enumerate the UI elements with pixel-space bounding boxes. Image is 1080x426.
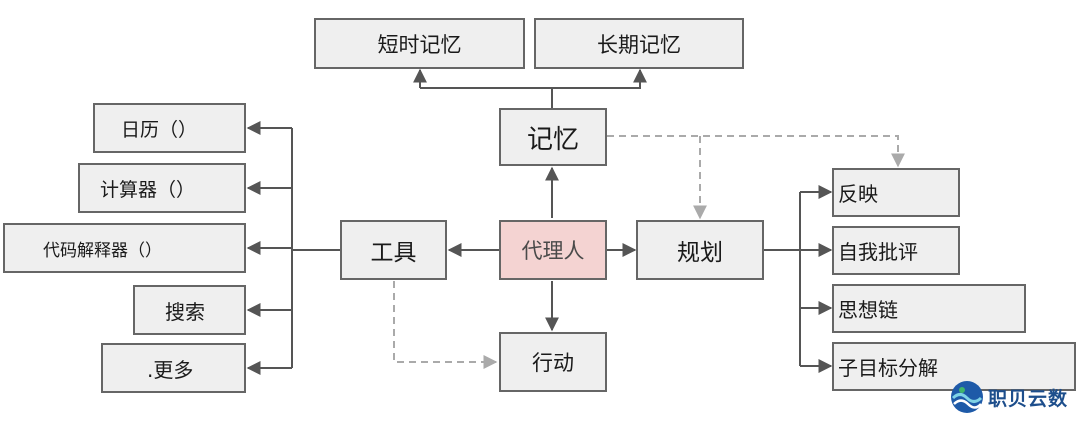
short-term-memory-node: 短时记忆 xyxy=(314,18,525,69)
arrow-to-long-term xyxy=(552,68,647,89)
calendar-node: 日历（） xyxy=(93,103,246,153)
action-node: 行动 xyxy=(499,332,607,392)
calculator-node: 计算器（） xyxy=(78,163,246,213)
self-critique-node: 自我批评 xyxy=(832,226,960,275)
arrow-to-short-term xyxy=(420,70,552,89)
dashed-tools-to-action xyxy=(393,281,498,369)
long-term-memory-node: 长期记忆 xyxy=(534,18,744,69)
tools-bus xyxy=(291,128,340,368)
planning-bus xyxy=(764,192,801,366)
dashed-memory-to-reflection xyxy=(607,135,905,168)
subgoal-decomposition-node: 子目标分解 xyxy=(832,342,1076,391)
more-node: .更多 xyxy=(101,343,246,393)
agent-node: 代理人 xyxy=(499,220,607,280)
watermark: 职贝云数 xyxy=(950,380,1068,414)
reflection-node: 反映 xyxy=(832,168,960,217)
chain-of-thought-node: 思想链 xyxy=(832,284,1026,333)
tools-node: 工具 xyxy=(340,220,447,280)
memory-node: 记忆 xyxy=(499,108,607,166)
search-node: 搜索 xyxy=(133,285,246,335)
wave-logo-icon xyxy=(951,381,983,413)
watermark-text: 职贝云数 xyxy=(988,387,1069,410)
code-interpreter-node: 代码解释器（） xyxy=(3,223,246,273)
planning-node: 规划 xyxy=(636,220,764,280)
